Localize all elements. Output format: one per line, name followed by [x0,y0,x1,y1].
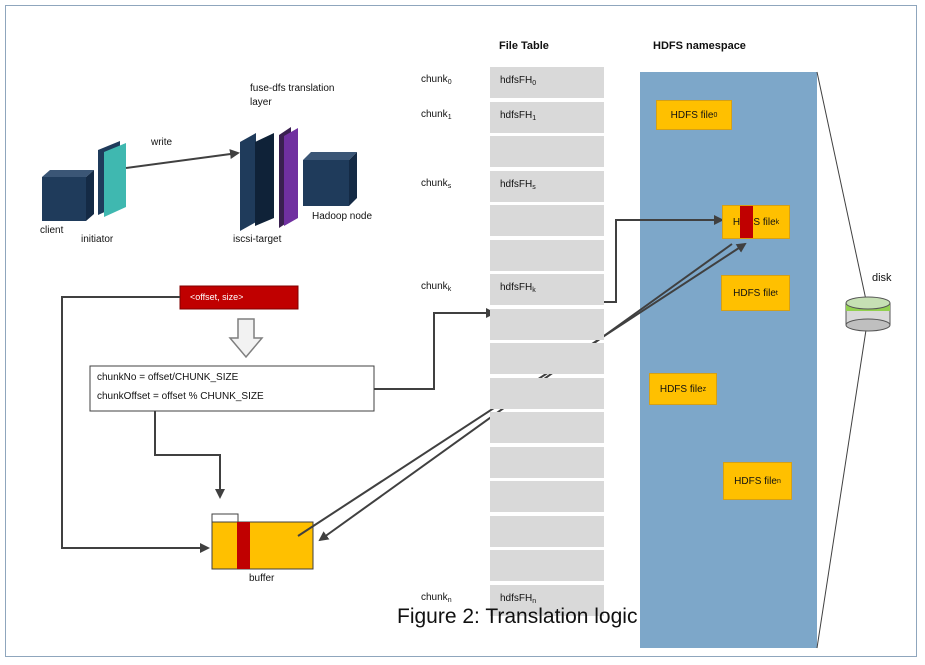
iscsi-target-label: iscsi-target [233,234,282,245]
disk-line-bottom [816,329,867,649]
figure-caption: Figure 2: Translation logic [397,605,638,628]
chunk-label: chunk0 [421,74,452,86]
disk-icon [845,296,891,332]
disk-label: disk [872,272,892,284]
file-table-row [490,446,604,478]
file-table-row: hdfsFH0 [490,67,604,98]
client-icon [42,170,94,221]
file-handle-label: hdfsFHn [500,592,537,605]
file-table-row: hdfsFHn [490,584,604,616]
file-handle-label: hdfsFH0 [500,75,537,87]
layer-label: layer [250,97,272,108]
formula-line-2: chunkOffset = offset % CHUNK_SIZE [97,391,264,402]
file-table-title: File Table [499,40,549,52]
write-arrow [125,149,240,169]
offset-to-buffer-arrow [61,296,210,553]
hollow-down-arrow [228,318,264,359]
file-table-row [490,515,604,547]
hadoop-node-icon [303,152,357,206]
chunk-label: chunkn [421,591,452,604]
file-table-row [490,481,604,512]
file-handle-label: hdfsFHk [500,282,536,294]
file-table-row [490,239,604,271]
file-table-row [490,550,604,581]
hadoop-node-label: Hadoop node [312,211,373,222]
write-label: write [151,137,173,148]
file-table-row: hdfsFH1 [490,101,604,133]
file-table-row [490,377,604,409]
file-handle-label: hdfsFH1 [500,109,537,122]
hdfs-namespace-title: HDFS namespace [653,40,746,52]
buffer-label: buffer [249,573,275,584]
iscsi-target-icon [240,133,274,231]
hdfs-namespace-area [640,72,817,648]
formula-line-1: chunkNo = offset/CHUNK_SIZE [97,372,239,383]
buffer-icon [211,513,314,570]
offset-size-label: <offset, size> [190,292,244,302]
file-table-row [490,412,604,443]
file-table-row: hdfsFHs [490,170,604,202]
client-label: client [40,225,64,236]
hdfs-file-highlight [740,206,753,238]
fuse-dfs-layer-icon [279,127,298,228]
chunkno-arrow [374,308,496,390]
file-handle-label: hdfsFHs [500,178,536,191]
file-table-row [490,343,604,374]
chunkoffset-arrow [154,411,225,499]
file-table-row [490,205,604,236]
file-table-row [490,308,604,340]
file-table-row [490,136,604,167]
initiator-icon [98,141,126,217]
disk-line-top [816,71,867,301]
fuse-dfs-label: fuse-dfs translation [250,83,335,94]
chunk-label: chunks [421,177,452,190]
chunk-label: chunk1 [421,108,452,121]
initiator-label: initiator [81,234,114,245]
file-table-row: hdfsFHk [490,274,604,305]
chunk-label: chunkk [421,281,452,293]
figure-frame [5,5,917,657]
